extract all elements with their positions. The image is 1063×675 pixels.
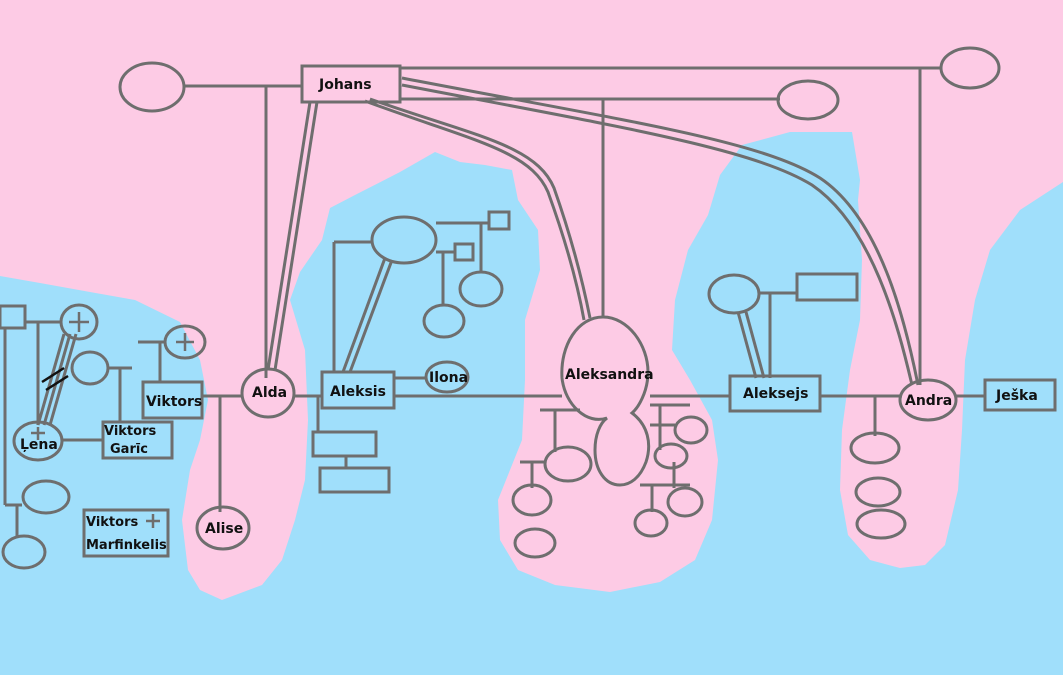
node-viktors-garic[interactable]: Viktors Garīc (101, 420, 174, 460)
divorce-slash-icon (41, 366, 69, 392)
aleksandra-child-3[interactable] (513, 527, 557, 559)
label-jeska: Ješka (995, 388, 1038, 404)
label-viktors-garic-2: Garīc (110, 442, 148, 457)
node-viktors-marfinkelis[interactable]: Viktors Marfinkelis (82, 508, 170, 558)
aleksandra-child-1[interactable] (543, 445, 593, 483)
label-viktors: Viktors (146, 394, 202, 410)
node-alise[interactable]: Alise (195, 505, 251, 551)
label-viktors-garic-1: Viktors (104, 424, 156, 439)
aleksis-partner[interactable] (370, 215, 438, 265)
label-alda: Alda (252, 385, 287, 401)
deceased-cross-icon (31, 312, 194, 528)
aleksandra-node[interactable] (560, 315, 651, 487)
node-alda[interactable]: Alda (240, 367, 296, 419)
left-relative-3[interactable] (1, 534, 47, 570)
left-relative-1[interactable] (70, 350, 110, 386)
aleksandra-child-4[interactable] (673, 415, 709, 445)
label-lena: Ļena (20, 437, 58, 453)
node-viktors[interactable]: Viktors (141, 380, 204, 420)
aleksis-child-box-1[interactable] (311, 430, 378, 458)
label-ilona: Ilona (429, 370, 468, 386)
andra-child-3[interactable] (855, 508, 907, 540)
andra-child-1[interactable] (849, 431, 901, 465)
label-aleksejs: Aleksejs (743, 386, 808, 402)
label-viktors-marfinkelis-2: Marfinkelis (86, 538, 167, 553)
johans-partner-1[interactable] (118, 61, 186, 113)
connector-lines (3, 66, 985, 536)
label-andra: Andra (905, 393, 952, 409)
aleksis-relative-box-1[interactable] (487, 210, 511, 231)
johans-partner-2[interactable] (939, 46, 1001, 90)
johans-partner-3[interactable] (776, 79, 840, 121)
node-lena[interactable]: Ļena (12, 420, 64, 462)
viktors-parent-deceased[interactable] (163, 324, 207, 360)
aleksandra-child-5[interactable] (653, 442, 689, 470)
left-relative-deceased[interactable] (59, 303, 99, 341)
label-alise: Alise (205, 521, 243, 537)
aleksis-relative-2[interactable] (422, 303, 466, 339)
label-viktors-marfinkelis-1: Viktors (86, 515, 138, 530)
aleksejs-relative-box[interactable] (795, 272, 859, 302)
left-relative-2[interactable] (21, 479, 71, 515)
node-johans[interactable]: Johans (300, 64, 402, 104)
node-aleksejs[interactable]: Aleksejs (728, 374, 822, 413)
node-ilona[interactable]: Ilona (424, 360, 470, 394)
aleksandra-child-7[interactable] (633, 508, 669, 538)
label-aleksis: Aleksis (330, 384, 386, 400)
aleksandra-child-2[interactable] (511, 483, 553, 517)
aleksis-child-box-2[interactable] (318, 466, 391, 494)
label-johans: Johans (318, 77, 372, 93)
node-jeska[interactable]: Ješka (983, 378, 1057, 412)
node-aleksis[interactable]: Aleksis (320, 370, 396, 410)
aleksis-relative-box-2[interactable] (453, 242, 475, 262)
aleksejs-partner[interactable] (707, 273, 761, 315)
label-aleksandra: Aleksandra (565, 367, 654, 383)
andra-child-2[interactable] (854, 476, 902, 508)
aleksis-relative-1[interactable] (458, 270, 504, 308)
left-relative-box[interactable] (0, 304, 27, 330)
aleksandra-child-6[interactable] (666, 486, 704, 518)
node-andra[interactable]: Andra (898, 378, 958, 422)
node-shapes (0, 46, 1001, 570)
